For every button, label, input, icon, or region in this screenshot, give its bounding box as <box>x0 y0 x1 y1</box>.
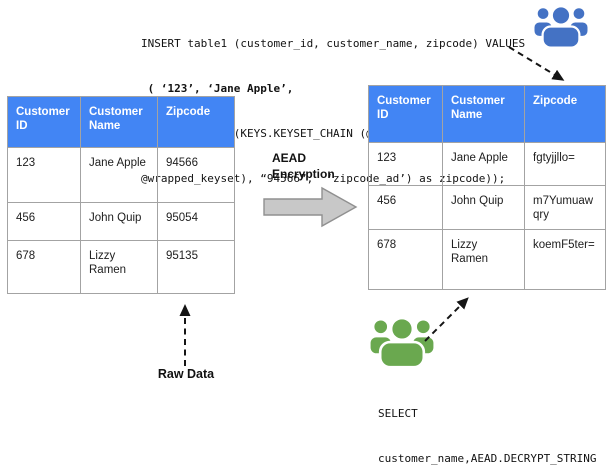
col-header-zipcode: Zipcode <box>157 96 235 148</box>
raw-data-label: Raw Data <box>157 367 215 381</box>
col-header-customer-name: Customer Name <box>442 85 525 143</box>
table-row: 456 John Quip m7Yumuawqry <box>368 185 606 230</box>
cell-customer-id: 456 <box>7 202 81 241</box>
cell-encrypted-zipcode: koemF5ter= <box>524 229 606 290</box>
col-header-zipcode: Zipcode <box>524 85 606 143</box>
table-row: 456 John Quip 95054 <box>7 202 235 241</box>
users-group-icon <box>367 316 437 369</box>
cell-customer-id: 456 <box>368 185 443 230</box>
raw-data-table: Customer ID Customer Name Zipcode 123 Ja… <box>7 96 235 294</box>
cell-zipcode: 94566 <box>157 147 235 203</box>
table-row: 678 Lizzy Ramen 95135 <box>7 240 235 294</box>
aead-encryption-label: AEAD Encryption <box>272 151 335 181</box>
select-sql-line: customer_name,AEAD.DECRYPT_STRING <box>378 452 597 465</box>
cell-customer-id: 123 <box>368 142 443 186</box>
cell-encrypted-zipcode: fgtyjjllo= <box>524 142 606 186</box>
encrypted-data-table: Customer ID Customer Name Zipcode 123 Ja… <box>368 85 606 290</box>
table-row: 678 Lizzy Ramen koemF5ter= <box>368 229 606 290</box>
cell-customer-name: John Quip <box>442 185 525 230</box>
users-group-icon <box>532 5 590 49</box>
cell-customer-name: Jane Apple <box>442 142 525 186</box>
cell-customer-id: 678 <box>7 240 81 294</box>
cell-customer-id: 123 <box>7 147 81 203</box>
insert-sql-line: INSERT table1 (customer_id, customer_nam… <box>141 37 526 50</box>
cell-customer-name: Lizzy Ramen <box>80 240 158 294</box>
cell-encrypted-zipcode: m7Yumuawqry <box>524 185 606 230</box>
select-sql-line: SELECT <box>378 407 418 420</box>
insert-sql-line: ( ‘123’, ‘Jane Apple’, <box>141 82 294 95</box>
cell-zipcode: 95054 <box>157 202 235 241</box>
cell-zipcode: 95135 <box>157 240 235 294</box>
select-sql-code: SELECT customer_name,AEAD.DECRYPT_STRING… <box>378 376 597 469</box>
table-header-row: Customer ID Customer Name Zipcode <box>7 96 235 148</box>
col-header-customer-id: Customer ID <box>7 96 81 148</box>
cell-customer-name: Jane Apple <box>80 147 158 203</box>
table-row: 123 Jane Apple fgtyjjllo= <box>368 142 606 186</box>
col-header-customer-id: Customer ID <box>368 85 443 143</box>
table-row: 123 Jane Apple 94566 <box>7 147 235 203</box>
cell-customer-name: Lizzy Ramen <box>442 229 525 290</box>
col-header-customer-name: Customer Name <box>80 96 158 148</box>
cell-customer-name: John Quip <box>80 202 158 241</box>
cell-customer-id: 678 <box>368 229 443 290</box>
table-header-row: Customer ID Customer Name Zipcode <box>368 85 606 143</box>
